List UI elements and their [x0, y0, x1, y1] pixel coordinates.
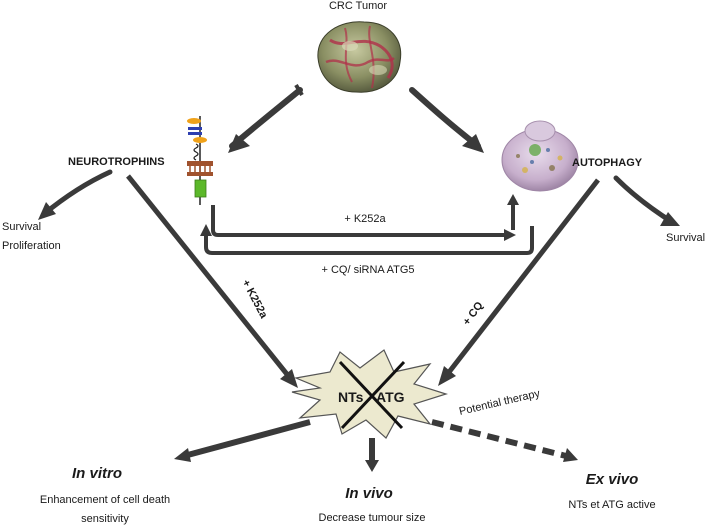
tumor-to-neurotrophins-arrow: [228, 83, 304, 153]
survival-proliferation-arrow: [38, 169, 113, 220]
autophagy-to-center-arrow: [438, 178, 600, 386]
in-vitro-line1: Enhancement of cell death: [40, 494, 170, 506]
in-vivo-line1: Decrease tumour size: [319, 512, 426, 524]
nts-atg-burst: [291, 349, 449, 439]
survival-label-right: Survival: [666, 232, 705, 244]
neurotrophin-receptor-icon: [187, 116, 213, 205]
k252a-diagonal-label: + K252a: [239, 278, 270, 321]
in-vitro-arrow: [174, 419, 311, 462]
tumor-to-autophagy-arrow: [409, 87, 484, 153]
center-nts-label: NTs: [338, 389, 364, 405]
neurotrophins-label: NEUROTROPHINS: [68, 156, 165, 168]
tumor-label: CRC Tumor: [329, 0, 387, 12]
k252a-top-label: + K252a: [344, 213, 386, 225]
survival-label-left: Survival: [2, 221, 41, 233]
cq-sirna-crossover-arrow: [200, 224, 534, 255]
in-vitro-title: In vitro: [72, 465, 122, 482]
neurotrophins-to-center-arrow: [126, 174, 298, 388]
in-vitro-line2: sensitivity: [81, 513, 129, 525]
survival-right-arrow: [613, 175, 680, 226]
autophagy-label: AUTOPHAGY: [572, 157, 643, 169]
in-vivo-title: In vivo: [345, 485, 393, 502]
in-vivo-arrow: [365, 438, 379, 472]
proliferation-label: Proliferation: [2, 240, 61, 252]
ex-vivo-arrow: [431, 419, 578, 462]
center-atg-label: ATG: [376, 389, 405, 405]
cq-diagonal-label: + CQ: [461, 299, 486, 327]
crc-tumor-image: [307, 13, 407, 99]
autophagy-cell-icon: [501, 120, 579, 192]
potential-therapy-label: Potential therapy: [458, 388, 542, 418]
ex-vivo-title: Ex vivo: [586, 471, 639, 488]
k252a-crossover-arrow: [211, 194, 519, 241]
cq-sirna-label: + CQ/ siRNA ATG5: [321, 264, 414, 276]
ex-vivo-line1: NTs et ATG active: [568, 499, 655, 511]
